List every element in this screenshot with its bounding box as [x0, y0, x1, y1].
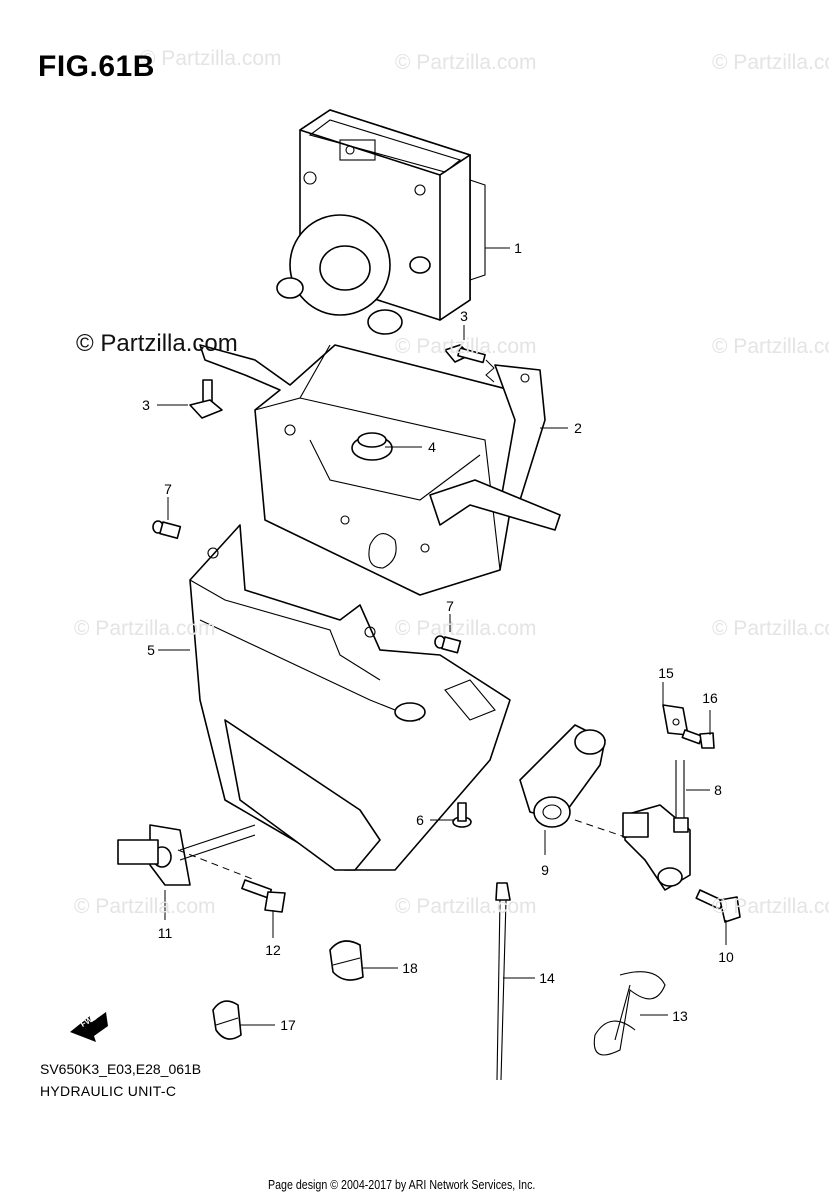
part-17-clamp[interactable] [212, 1000, 242, 1040]
part-8-speed-sensor[interactable] [622, 760, 691, 891]
part-11-sensor[interactable] [117, 824, 256, 886]
part-5-lower-cover[interactable] [189, 524, 511, 871]
callout-11[interactable]: 11 [157, 925, 173, 941]
callout-1[interactable]: 1 [514, 240, 522, 256]
callout-12[interactable]: 12 [265, 942, 281, 958]
part-10-bolt[interactable] [695, 889, 741, 923]
figure-title: FIG.61B [38, 50, 155, 83]
watermark: © Partzilla.com [395, 335, 537, 358]
part-12-bolt[interactable] [241, 879, 286, 913]
part-2-bracket[interactable] [199, 344, 561, 596]
watermark: © Partzilla.com [140, 47, 282, 70]
watermark: © Partzilla.com [74, 895, 216, 918]
section-name: HYDRAULIC UNIT-C [40, 1083, 177, 1099]
callout-6[interactable]: 6 [416, 812, 424, 828]
part-7-screw-left[interactable] [152, 520, 182, 540]
part-3-bolt-left[interactable] [189, 379, 223, 419]
watermark: © Partzilla.com [74, 617, 216, 640]
part-1-hydraulic-unit[interactable] [276, 109, 486, 335]
watermark: © Partzilla.com [712, 51, 829, 74]
watermark: © Partzilla.com [395, 617, 537, 640]
callout-7[interactable]: 7 [446, 598, 454, 614]
part-3-bolt-upper[interactable] [444, 344, 486, 364]
callout-7[interactable]: 7 [164, 481, 172, 497]
part-4-grommet[interactable] [351, 432, 393, 461]
part-18-clamp[interactable] [329, 940, 364, 981]
page-credit: Page design © 2004-2017 by ARI Network S… [268, 1177, 536, 1192]
callout-10[interactable]: 10 [718, 949, 734, 965]
callout-4[interactable]: 4 [428, 439, 436, 455]
callout-14[interactable]: 14 [539, 970, 555, 986]
callout-13[interactable]: 13 [672, 1008, 688, 1024]
part-6-screw[interactable] [452, 802, 472, 828]
callout-8[interactable]: 8 [714, 782, 722, 798]
fwd-arrow-icon [70, 1012, 108, 1042]
callout-9[interactable]: 9 [541, 862, 549, 878]
watermark: © Partzilla.com [712, 335, 829, 358]
watermark: © Partzilla.com [712, 617, 829, 640]
part-14-cable-tie[interactable] [495, 882, 511, 1081]
callout-16[interactable]: 16 [702, 690, 718, 706]
model-code: SV650K3_E03,E28_061B [40, 1061, 202, 1077]
brand-watermark: © Partzilla.com [76, 330, 238, 357]
leader-lines [157, 247, 727, 1026]
part-7-screw-right[interactable] [434, 635, 462, 654]
watermark: © Partzilla.com [395, 51, 537, 74]
part-13-wire-clip[interactable] [593, 971, 666, 1056]
callout-5[interactable]: 5 [147, 642, 155, 658]
part-9-sensor[interactable] [519, 724, 606, 828]
callout-18[interactable]: 18 [402, 960, 418, 976]
part-16-bolt[interactable] [681, 729, 715, 749]
callout-2[interactable]: 2 [574, 420, 582, 436]
watermark: © Partzilla.com [712, 895, 829, 918]
callout-15[interactable]: 15 [658, 665, 674, 681]
callout-17[interactable]: 17 [280, 1017, 296, 1033]
callout-3[interactable]: 3 [142, 397, 150, 413]
watermark: © Partzilla.com [395, 895, 537, 918]
callout-3[interactable]: 3 [460, 308, 468, 324]
